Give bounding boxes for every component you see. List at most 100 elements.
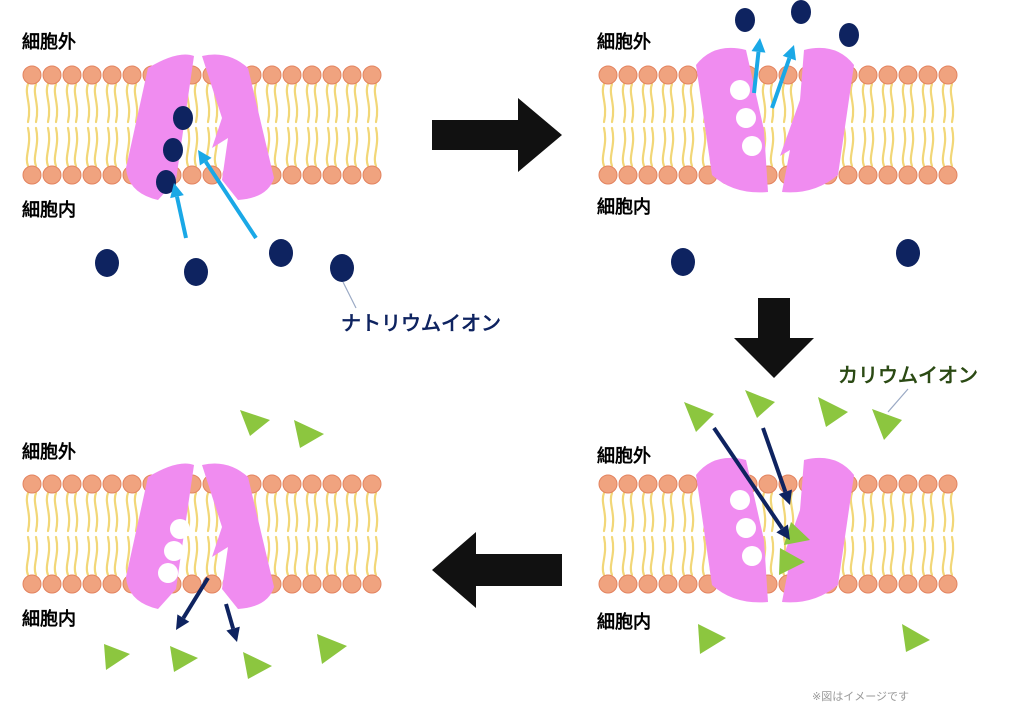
lipid-tail — [929, 491, 935, 533]
label-outside-step4: 細胞外 — [22, 441, 76, 463]
lipid-head — [878, 165, 898, 185]
lipid-tail — [681, 535, 687, 577]
lipid-head — [758, 474, 778, 494]
binding-site — [170, 519, 190, 539]
arrow-head — [198, 150, 212, 166]
pump-protein-step4 — [126, 463, 274, 609]
lipid-tail — [373, 82, 379, 124]
lipid-tail — [689, 535, 695, 577]
lipid-tail — [305, 491, 311, 533]
lipid-tail — [193, 126, 199, 168]
potassium-ion — [779, 548, 805, 575]
lipid-tail — [133, 82, 139, 124]
lipid-tail — [861, 82, 867, 124]
lipid-head — [362, 165, 382, 185]
lipid-head — [678, 65, 698, 85]
ion-flow-arrow — [170, 183, 188, 239]
lipid-head — [598, 165, 618, 185]
disclaimer-note: ※図はイメージです — [812, 690, 909, 703]
binding-site — [730, 80, 750, 100]
sodium-ion — [330, 254, 354, 282]
lipid-tail — [929, 82, 935, 124]
lipid-tail — [185, 535, 191, 577]
lipid-tail — [33, 82, 39, 124]
potassium-ion — [784, 522, 810, 545]
lipid-tail — [669, 535, 675, 577]
lipid-tail — [105, 535, 111, 577]
lipid-tail — [193, 82, 199, 124]
pump-protein-step2 — [696, 47, 854, 193]
lipid-tail — [681, 491, 687, 533]
lipid-tail — [53, 491, 59, 533]
lipid-tail — [661, 82, 667, 124]
lipid-tail — [769, 535, 775, 577]
lipid-head — [362, 65, 382, 85]
potassium-ion — [818, 397, 848, 427]
lipid-tail — [333, 491, 339, 533]
step-arrow-down — [734, 298, 814, 378]
lipid-tail — [601, 535, 607, 577]
lipid-tail — [193, 535, 199, 577]
arrow-head — [226, 626, 240, 642]
block-arrow-shape — [734, 298, 814, 378]
sodium-ion-label: ナトリウムイオン — [341, 311, 501, 335]
lipid-head — [678, 165, 698, 185]
potassium-ion — [104, 644, 130, 670]
sodium-ion — [671, 248, 695, 276]
lipid-tail — [861, 535, 867, 577]
label-inside-step4: 細胞内 — [22, 608, 76, 630]
lipid-tail — [293, 491, 299, 533]
sodium-ion — [156, 170, 176, 194]
lipid-head — [758, 65, 778, 85]
lipid-tail — [641, 535, 647, 577]
lipid-tail — [869, 82, 875, 124]
lipid-head — [878, 574, 898, 594]
sodium-ion — [163, 138, 183, 162]
lipid-tail — [941, 126, 947, 168]
lipid-tail — [849, 535, 855, 577]
lipid-tail — [45, 535, 51, 577]
lipid-tail — [781, 82, 787, 124]
lipid-tail — [849, 491, 855, 533]
lipid-head — [638, 574, 658, 594]
lipid-tail — [285, 491, 291, 533]
binding-site — [742, 546, 762, 566]
lipid-head — [598, 65, 618, 85]
lipid-tail — [609, 126, 615, 168]
lipid-tail — [949, 491, 955, 533]
lipid-tail — [629, 82, 635, 124]
lipid-head — [342, 165, 362, 185]
lipid-tail — [305, 82, 311, 124]
membrane-step1 — [22, 65, 382, 185]
lipid-tail — [629, 535, 635, 577]
lipid-tail — [65, 126, 71, 168]
lipid-tail — [185, 126, 191, 168]
panel-step4: 細胞外 細胞内 — [22, 410, 382, 679]
lipid-tail — [45, 82, 51, 124]
lipid-head — [342, 474, 362, 494]
lipid-head — [262, 65, 282, 85]
lipid-head — [858, 574, 878, 594]
arrow-head — [176, 614, 190, 630]
lipid-tail — [909, 535, 915, 577]
lipid-tail — [25, 535, 31, 577]
lipid-tail — [929, 126, 935, 168]
lipid-tail — [73, 491, 79, 533]
lipid-tail — [113, 491, 119, 533]
lipid-tail — [941, 82, 947, 124]
lipid-tail — [333, 82, 339, 124]
potassium-ion-label: カリウムイオン — [838, 363, 978, 387]
lipid-head — [918, 165, 938, 185]
lipid-tail — [325, 491, 331, 533]
block-arrow-shape — [432, 532, 562, 608]
lipid-tail — [869, 126, 875, 168]
lipid-tail — [921, 126, 927, 168]
lipid-tail — [669, 82, 675, 124]
lipid-tail — [85, 126, 91, 168]
lipid-head — [898, 65, 918, 85]
lipid-head — [42, 474, 62, 494]
lipid-head — [858, 165, 878, 185]
lipid-tail — [345, 535, 351, 577]
lipid-tail — [325, 126, 331, 168]
lipid-head — [62, 165, 82, 185]
